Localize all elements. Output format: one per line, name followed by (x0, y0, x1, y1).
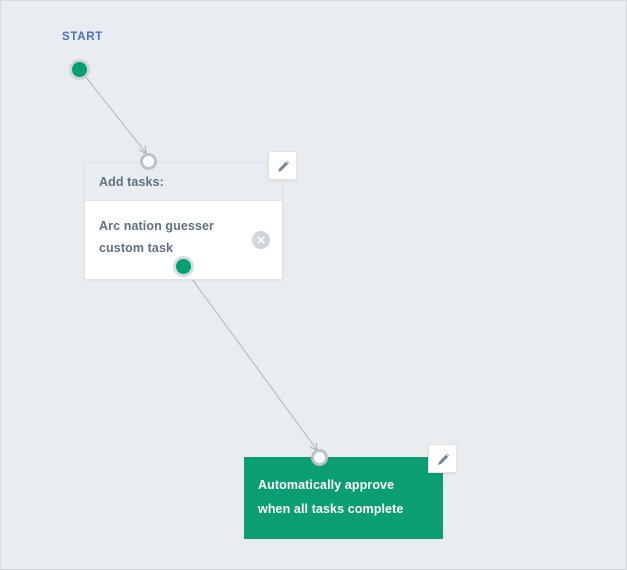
edge-start-to-add-tasks (80, 70, 146, 153)
auto-approve-edit-button[interactable] (428, 444, 457, 473)
add-tasks-header: Add tasks: (85, 163, 282, 201)
auto-approve-card[interactable]: Automatically approve when all tasks com… (244, 457, 443, 539)
start-label: START (62, 31, 103, 43)
add-tasks-output-port[interactable] (176, 259, 191, 274)
start-node-dot[interactable] (72, 62, 87, 77)
edge-add-tasks-to-auto-approve (183, 267, 317, 450)
task-item-label: Arc nation guesser custom task (99, 219, 215, 255)
add-tasks-edit-button[interactable] (268, 151, 297, 180)
close-icon[interactable] (252, 231, 270, 249)
auto-approve-label: Automatically approve when all tasks com… (258, 478, 404, 516)
add-tasks-input-port[interactable] (140, 153, 157, 170)
auto-approve-input-port[interactable] (311, 449, 328, 466)
add-tasks-card[interactable]: Add tasks: Arc nation guesser custom tas… (84, 162, 283, 280)
